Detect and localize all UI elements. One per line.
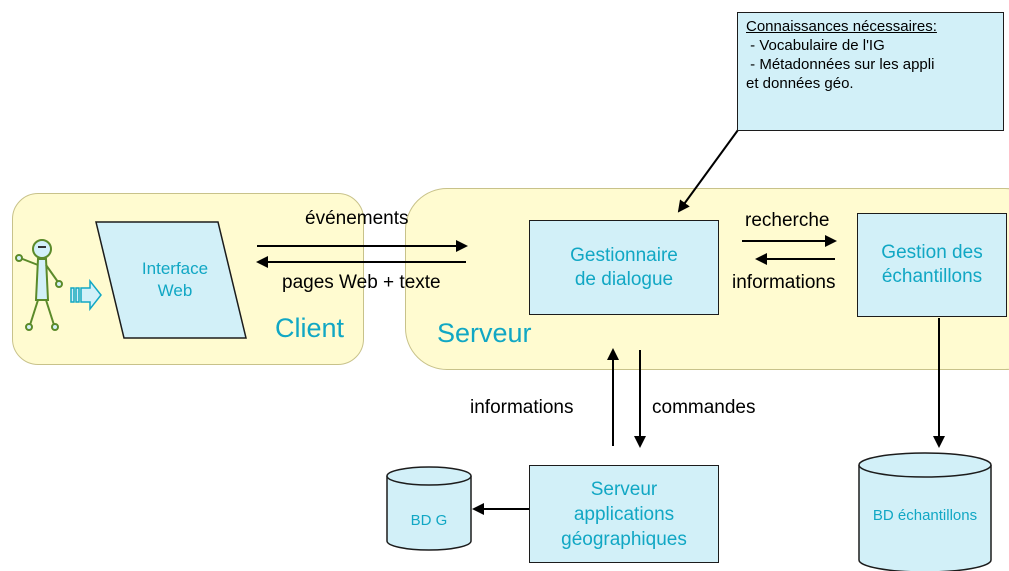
bdg-label: BD G <box>410 512 448 529</box>
knowledge-arrow <box>677 129 739 213</box>
server-label: Serveur <box>437 318 532 348</box>
note-line: - Vocabulaire de l'IG <box>746 37 885 54</box>
pages-label: pages Web + texte <box>282 272 441 293</box>
geo-server-box: Serveur applications géographiques <box>529 465 719 563</box>
samples-db-cylinder-icon <box>858 452 992 571</box>
information-label: informations <box>732 272 836 293</box>
note-title: Connaissances nécessaires: <box>746 18 937 35</box>
note-line: et données géo. <box>746 75 854 92</box>
dialog-manager-box: Gestionnaire de dialogue <box>529 220 719 315</box>
bdg-cylinder-icon <box>386 466 472 551</box>
knowledge-note: Connaissances nécessaires: - Vocabulaire… <box>737 12 1004 131</box>
information-bottom-label: informations <box>470 397 574 418</box>
samples-manager-label: Gestion des échantillons <box>881 242 983 287</box>
events-label: événements <box>305 208 409 229</box>
user-figure-icon <box>15 239 63 331</box>
search-label: recherche <box>745 210 830 231</box>
interface-web-shape <box>95 221 247 339</box>
geo-server-label: Serveur applications géographiques <box>561 478 687 550</box>
client-label: Client <box>275 313 345 343</box>
commands-label: commandes <box>652 397 756 418</box>
note-line: - Métadonnées sur les appli <box>746 56 935 73</box>
block-arrow-icon <box>70 278 102 312</box>
samples-db-label: BD échantillons <box>872 507 978 524</box>
interface-web-label: Interface Web <box>141 259 209 300</box>
dialog-manager-label: Gestionnaire de dialogue <box>570 244 678 290</box>
samples-manager-box: Gestion des échantillons <box>857 213 1007 317</box>
